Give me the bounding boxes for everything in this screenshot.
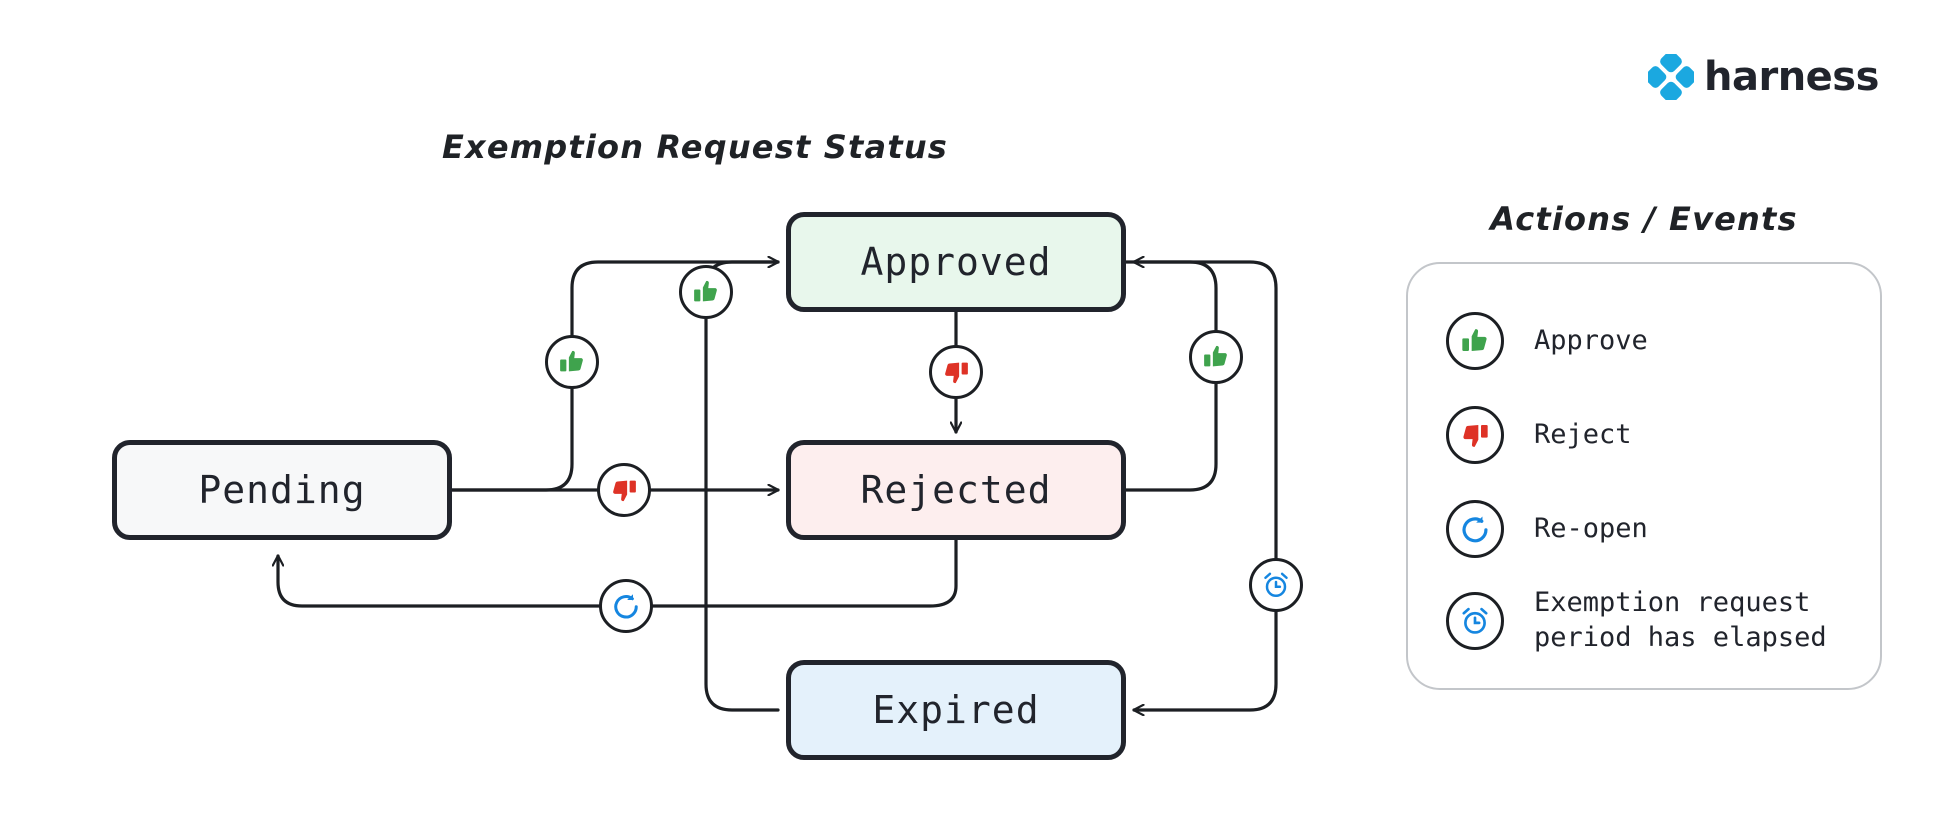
thumbs-up-icon xyxy=(1201,342,1231,372)
state-node-expired[interactable]: Expired xyxy=(786,660,1126,760)
edge-badge-pending-approved xyxy=(545,335,599,389)
edge-badge-approved-rejected xyxy=(929,345,983,399)
legend-label-reject: Reject xyxy=(1534,418,1632,450)
edge-badge-pending-rejected xyxy=(597,463,651,517)
legend-label-approve: Approve xyxy=(1534,324,1648,356)
edge-expired-approved xyxy=(704,260,780,712)
edge-badge-rejected-approved xyxy=(1189,330,1243,384)
legend-label-elapsed: Exemption request period has elapsed xyxy=(1534,587,1827,653)
legend-item-reject: Reject xyxy=(1446,406,1632,464)
thumbs-down-icon xyxy=(1446,406,1504,464)
reopen-icon xyxy=(1446,500,1504,558)
harness-wordmark: harness xyxy=(1704,54,1879,100)
thumbs-down-icon xyxy=(941,357,971,387)
harness-logo: harness xyxy=(1644,50,1879,104)
legend-item-elapsed: Exemption request period has elapsed xyxy=(1446,586,1827,655)
thumbs-up-icon xyxy=(1446,312,1504,370)
thumbs-up-icon xyxy=(557,347,587,377)
reopen-icon xyxy=(611,591,641,621)
legend-panel: Approve Reject Re-open xyxy=(1406,262,1882,690)
thumbs-down-icon xyxy=(609,475,639,505)
state-node-approved[interactable]: Approved xyxy=(786,212,1126,312)
harness-diamond-icon xyxy=(1644,50,1698,104)
state-node-rejected[interactable]: Rejected xyxy=(786,440,1126,540)
legend-title: Actions / Events xyxy=(1490,200,1798,238)
legend-label-reopen: Re-open xyxy=(1534,512,1648,544)
alarm-clock-icon xyxy=(1261,570,1291,600)
diagram-title: Exemption Request Status xyxy=(441,128,949,166)
state-node-pending[interactable]: Pending xyxy=(112,440,452,540)
edge-badge-rejected-pending xyxy=(599,579,653,633)
legend-item-reopen: Re-open xyxy=(1446,500,1648,558)
thumbs-up-icon xyxy=(691,277,721,307)
legend-item-approve: Approve xyxy=(1446,312,1648,370)
edge-badge-approved-expired xyxy=(1249,558,1303,612)
alarm-clock-icon xyxy=(1446,591,1504,650)
edge-badge-expired-approved xyxy=(679,265,733,319)
edge-approved-expired xyxy=(1124,260,1278,710)
